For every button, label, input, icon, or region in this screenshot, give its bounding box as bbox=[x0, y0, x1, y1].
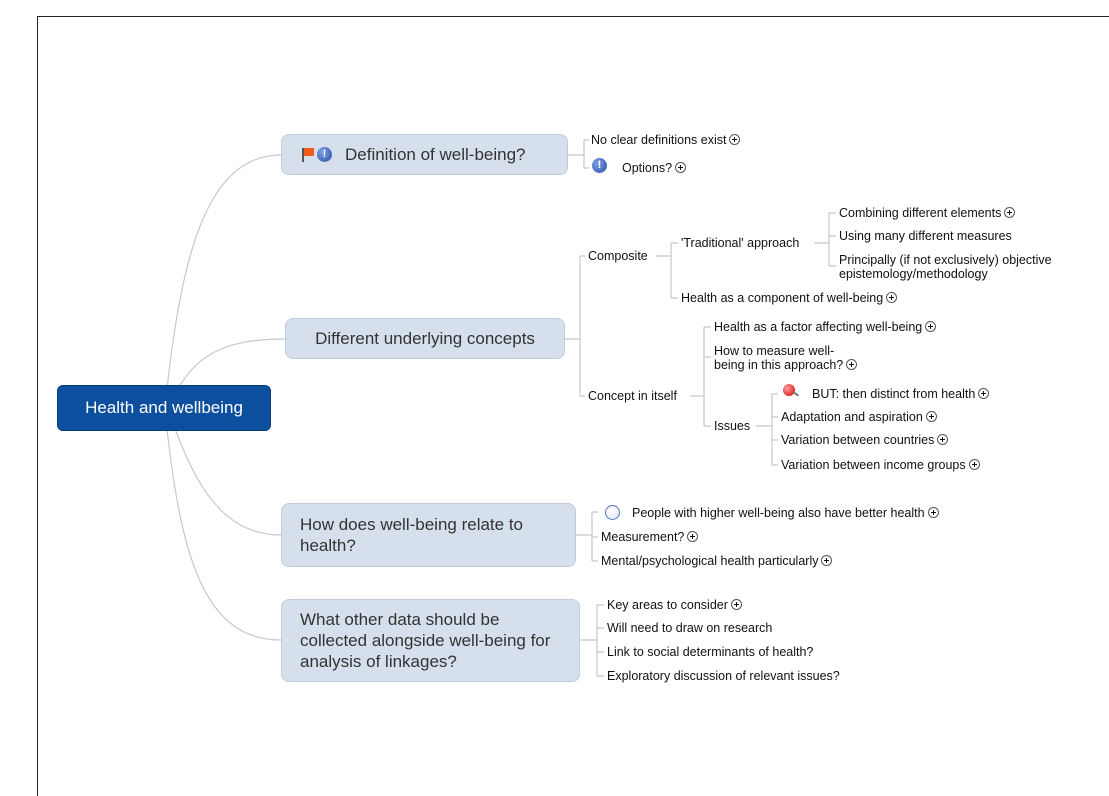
node-principally-objective[interactable]: Principally (if not exclusively) objecti… bbox=[839, 253, 1079, 281]
expand-plus-icon[interactable] bbox=[968, 459, 980, 470]
node-people-higher-wellbeing[interactable]: People with higher well-being also have … bbox=[632, 506, 939, 520]
info-icon bbox=[592, 158, 607, 173]
expand-plus-icon[interactable] bbox=[675, 162, 687, 173]
expand-plus-icon[interactable] bbox=[937, 434, 949, 445]
expand-plus-icon[interactable] bbox=[730, 599, 742, 610]
topic-relate[interactable]: How does well-being relate to health? bbox=[281, 503, 576, 567]
node-label: Link to social determinants of health? bbox=[607, 645, 814, 659]
topic-data[interactable]: What other data should be collected alon… bbox=[281, 599, 580, 682]
topic-concepts[interactable]: Different underlying concepts bbox=[285, 318, 565, 359]
node-link-social-determinants[interactable]: Link to social determinants of health? bbox=[607, 645, 813, 659]
node-label: No clear definitions exist bbox=[591, 133, 727, 147]
node-using-many-measures[interactable]: Using many different measures bbox=[839, 229, 1012, 243]
node-label: Principally (if not exclusively) objecti… bbox=[839, 253, 1052, 281]
node-variation-income[interactable]: Variation between income groups bbox=[781, 458, 980, 472]
node-label: Concept in itself bbox=[588, 389, 677, 403]
node-label: BUT: then distinct from health bbox=[812, 387, 976, 401]
pushpin-icon bbox=[783, 384, 800, 400]
node-label: Composite bbox=[588, 249, 648, 263]
node-label: Measurement? bbox=[601, 530, 685, 544]
node-label: Combining different elements bbox=[839, 206, 1002, 220]
node-concept-in-itself[interactable]: Concept in itself bbox=[588, 389, 677, 403]
expand-plus-icon[interactable] bbox=[1004, 207, 1016, 218]
expand-plus-icon[interactable] bbox=[846, 359, 858, 370]
central-topic-label: Health and wellbeing bbox=[85, 398, 243, 417]
node-health-factor[interactable]: Health as a factor affecting well-being bbox=[714, 320, 937, 334]
node-key-areas[interactable]: Key areas to consider bbox=[607, 598, 742, 612]
node-composite[interactable]: Composite bbox=[588, 249, 648, 263]
central-topic[interactable]: Health and wellbeing bbox=[57, 385, 271, 431]
topic-definition[interactable]: Definition of well-being? bbox=[281, 134, 568, 175]
node-label: Using many different measures bbox=[839, 229, 1012, 243]
expand-plus-icon[interactable] bbox=[925, 321, 937, 332]
node-traditional-approach[interactable]: 'Traditional' approach bbox=[681, 236, 799, 250]
node-label: Adaptation and aspiration bbox=[781, 410, 923, 424]
node-issues[interactable]: Issues bbox=[714, 419, 750, 433]
node-label: Variation between income groups bbox=[781, 458, 966, 472]
expand-plus-icon[interactable] bbox=[886, 292, 898, 303]
node-label: Variation between countries bbox=[781, 433, 935, 447]
node-label: 'Traditional' approach bbox=[681, 236, 800, 250]
info-icon bbox=[317, 147, 332, 162]
node-label: Issues bbox=[714, 419, 751, 433]
node-label: Health as a factor affecting well-being bbox=[714, 320, 923, 334]
node-adaptation[interactable]: Adaptation and aspiration bbox=[781, 410, 937, 424]
node-label: Key areas to consider bbox=[607, 598, 728, 612]
node-exploratory-discussion[interactable]: Exploratory discussion of relevant issue… bbox=[607, 669, 840, 683]
node-measurement[interactable]: Measurement? bbox=[601, 530, 699, 544]
node-variation-countries[interactable]: Variation between countries bbox=[781, 433, 949, 447]
expand-plus-icon[interactable] bbox=[821, 555, 833, 566]
node-label: Health as a component of well-being bbox=[681, 291, 884, 305]
node-label: How to measure well-being in this approa… bbox=[714, 344, 844, 372]
expand-plus-icon[interactable] bbox=[729, 134, 741, 145]
node-health-component[interactable]: Health as a component of well-being bbox=[681, 291, 898, 305]
flag-icon bbox=[300, 147, 315, 162]
node-combining-elements[interactable]: Combining different elements bbox=[839, 206, 1016, 220]
node-no-clear-definitions[interactable]: No clear definitions exist bbox=[591, 133, 741, 147]
node-label: Exploratory discussion of relevant issue… bbox=[607, 669, 840, 683]
node-label: Will need to draw on research bbox=[607, 621, 773, 635]
node-but-distinct[interactable]: BUT: then distinct from health bbox=[812, 387, 990, 401]
node-label: People with higher well-being also have … bbox=[632, 506, 925, 520]
node-label: Options? bbox=[622, 161, 673, 175]
expand-plus-icon[interactable] bbox=[925, 411, 937, 422]
topic-concepts-label: Different underlying concepts bbox=[315, 329, 535, 348]
circle-icon bbox=[605, 505, 620, 520]
node-options[interactable]: Options? bbox=[622, 161, 687, 175]
expand-plus-icon[interactable] bbox=[978, 388, 990, 399]
expand-plus-icon[interactable] bbox=[927, 507, 939, 518]
topic-definition-label: Definition of well-being? bbox=[345, 145, 526, 164]
canvas-frame bbox=[37, 16, 1109, 796]
expand-plus-icon[interactable] bbox=[687, 531, 699, 542]
node-how-to-measure[interactable]: How to measure well-being in this approa… bbox=[714, 344, 864, 372]
topic-data-label: What other data should be collected alon… bbox=[300, 610, 551, 671]
node-mental-health[interactable]: Mental/psychological health particularly bbox=[601, 554, 833, 568]
topic-relate-label: How does well-being relate to health? bbox=[300, 515, 524, 555]
node-will-need-research[interactable]: Will need to draw on research bbox=[607, 621, 772, 635]
node-label: Mental/psychological health particularly bbox=[601, 554, 819, 568]
